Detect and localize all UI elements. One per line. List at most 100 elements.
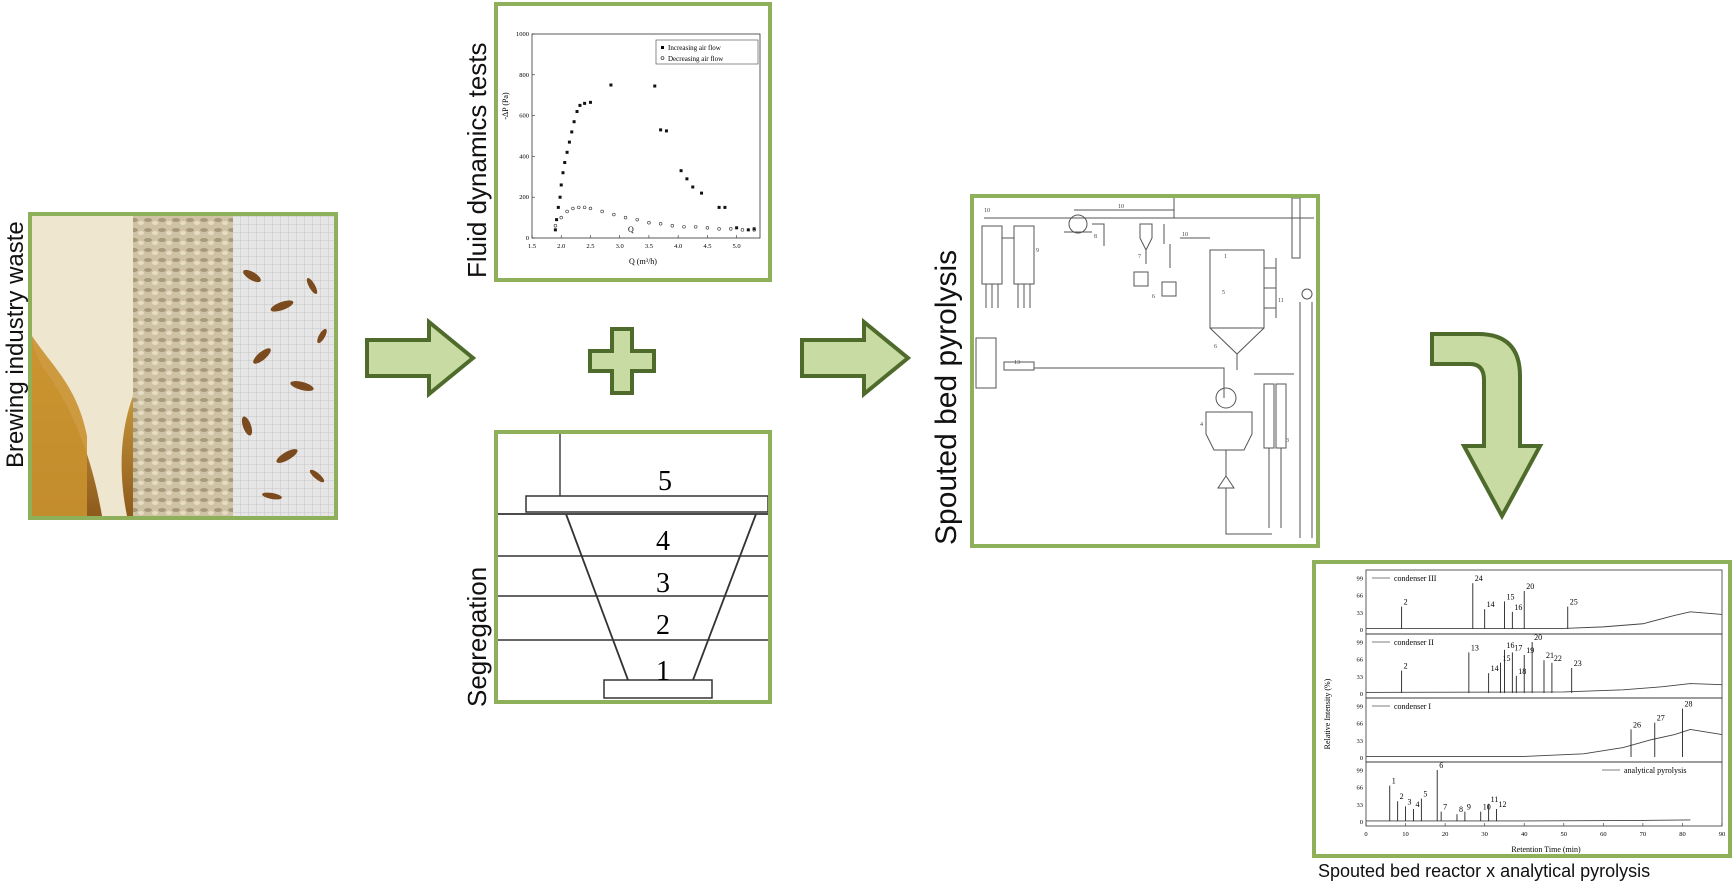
gc-peak-label: 15 — [1506, 592, 1514, 601]
fluid-point-increasing — [659, 128, 663, 132]
segregation-layer-1: 1 — [656, 656, 670, 687]
gc-xtick-label: 50 — [1561, 831, 1568, 838]
fluid-point-decreasing — [647, 221, 651, 225]
gc-peak-label: 21 — [1546, 651, 1554, 660]
fluid-point-increasing — [556, 205, 560, 209]
brewing-label: Brewing industry waste — [2, 221, 29, 468]
svg-text:10: 10 — [1182, 232, 1188, 238]
gc-peak-label: 16 — [1506, 641, 1514, 650]
gc-peak-label: 2 — [1404, 662, 1408, 671]
gc-peak-label: 10 — [1483, 803, 1491, 812]
fluid-point-increasing — [561, 171, 565, 175]
fluid-xtick-label: 4.0 — [674, 243, 682, 250]
svg-text:7: 7 — [1138, 254, 1141, 260]
legend-marker-increasing — [661, 46, 664, 49]
fluid-chart-xlabel: Q (m³/h) — [629, 257, 657, 266]
gc-ytick-label: 0 — [1360, 691, 1363, 698]
fluid-point-increasing — [558, 195, 562, 199]
gc-peak-label: 20 — [1526, 582, 1534, 591]
fluid-chart-legend-box — [655, 39, 759, 65]
fluid-ytick-label: 400 — [519, 153, 529, 160]
right-arrow-2 — [800, 318, 912, 398]
brewing-waste-photo-panel — [28, 212, 338, 520]
right-arrow-1 — [365, 318, 477, 398]
gc-peak-label: 14 — [1487, 600, 1495, 609]
fluid-point-increasing — [664, 129, 668, 133]
fluid-xtick-label: 5.0 — [733, 243, 741, 250]
svg-text:1: 1 — [1224, 254, 1227, 260]
fluid-point-decreasing — [729, 227, 733, 231]
gc-ytick-label: 66 — [1357, 593, 1364, 600]
fluid-point-decreasing — [740, 228, 745, 232]
svg-text:10: 10 — [984, 208, 990, 214]
gc-ytick-label: 0 — [1360, 819, 1363, 826]
fluid-dynamics-label: Fluid dynamics tests — [462, 42, 492, 278]
gc-peak-label: 27 — [1657, 714, 1665, 723]
gc-xtick-label: 60 — [1600, 831, 1607, 838]
fluid-point-decreasing — [623, 215, 628, 220]
gc-peak-label: 9 — [1467, 803, 1471, 812]
segregation-diagram: 5 4 3 2 1 — [498, 434, 768, 699]
fluid-point-decreasing — [588, 206, 593, 211]
gc-ytick-label: 99 — [1357, 768, 1364, 775]
svg-text:6: 6 — [1214, 344, 1217, 350]
fluid-xtick-label: 4.5 — [703, 243, 711, 250]
fluid-ytick-label: 0 — [526, 235, 529, 242]
gc-xlabel: Retention Time (min) — [1511, 845, 1581, 854]
fluid-point-increasing — [588, 100, 592, 104]
gc-peak-label: 18 — [1518, 667, 1526, 676]
gc-ytick-label: 66 — [1357, 785, 1364, 792]
fluid-point-increasing — [723, 205, 727, 209]
gc-peak-label: 4 — [1415, 800, 1419, 809]
segregation-layer-5: 5 — [658, 466, 672, 497]
fluid-point-decreasing — [670, 224, 675, 228]
svg-text:4: 4 — [1200, 422, 1203, 428]
gc-peak-label: 26 — [1633, 720, 1641, 729]
gc-trace-3 — [1366, 819, 1691, 822]
gc-series-name: analytical pyrolysis — [1624, 766, 1686, 775]
fluid-point-decreasing — [682, 225, 686, 229]
gc-xtick-label: 20 — [1442, 831, 1449, 838]
svg-text:9: 9 — [1036, 248, 1039, 254]
segregation-layer-4: 4 — [656, 526, 670, 557]
fluid-point-decreasing — [635, 217, 639, 222]
chromatogram-caption: Spouted bed reactor x analytical pyrolys… — [1318, 861, 1651, 881]
fluid-ytick-label: 200 — [519, 194, 529, 201]
fluid-point-increasing — [565, 150, 569, 154]
gc-peak-label: 19 — [1526, 646, 1534, 655]
gc-ylabel: Relative Intensity (%) — [1323, 678, 1332, 749]
svg-text:5: 5 — [1222, 290, 1225, 296]
plus-icon — [588, 327, 656, 395]
fluid-ytick-label: 600 — [519, 113, 529, 120]
segregation-diagram-panel: 5 4 3 2 1 — [494, 430, 772, 704]
fluid-point-increasing — [553, 228, 557, 232]
fluid-point-decreasing — [752, 228, 756, 232]
gc-peak-label: 20 — [1534, 633, 1542, 642]
gc-peak-label: 24 — [1475, 574, 1483, 583]
fluid-point-increasing — [717, 205, 721, 209]
fluid-point-decreasing — [559, 215, 563, 220]
gc-peak-label: 22 — [1554, 654, 1562, 663]
svg-text:6: 6 — [1152, 294, 1155, 300]
gc-peak-label: 2 — [1400, 792, 1404, 801]
fluid-point-increasing — [578, 103, 582, 107]
segregation-layer-2: 2 — [656, 610, 670, 641]
fluid-point-increasing — [746, 228, 750, 232]
fluid-xtick-label: 2.0 — [557, 243, 565, 250]
fluid-point-increasing — [691, 185, 695, 189]
gc-ytick-label: 0 — [1360, 755, 1363, 762]
gc-xtick-label: 0 — [1364, 831, 1367, 838]
fluid-xtick-label: 1.5 — [528, 243, 536, 250]
gc-xtick-label: 40 — [1521, 831, 1528, 838]
gc-peak-label: 6 — [1439, 761, 1443, 770]
gc-peak-label: 2 — [1404, 598, 1408, 607]
fluid-point-decreasing — [658, 222, 663, 226]
fluid-point-decreasing — [582, 205, 587, 210]
fluid-point-increasing — [735, 226, 739, 230]
gc-ytick-label: 0 — [1360, 627, 1363, 634]
gc-peak-label: 23 — [1574, 659, 1582, 668]
fluid-point-increasing — [567, 140, 571, 144]
gc-subpanel-frame — [1365, 761, 1723, 827]
gc-series-name: condenser I — [1394, 702, 1431, 711]
